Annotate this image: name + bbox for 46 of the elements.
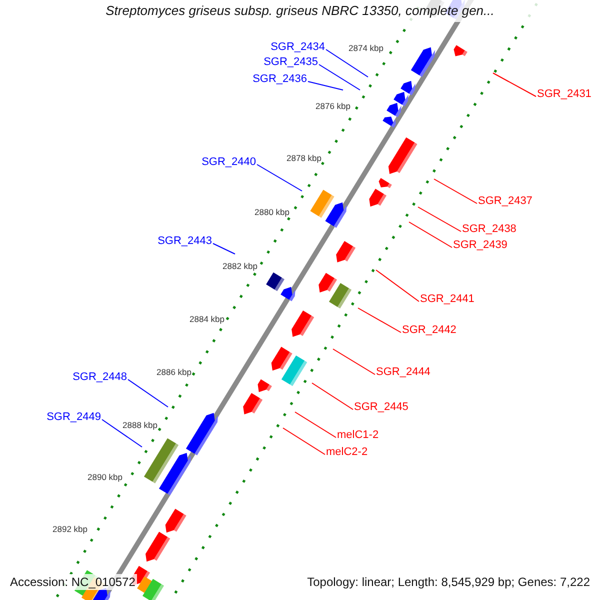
leader-line: [312, 382, 354, 410]
leader-line: [102, 419, 142, 448]
gene-label: SGR_2436: [252, 73, 307, 86]
leader-line: [418, 206, 462, 232]
gene-label: SGR_2445: [354, 401, 408, 414]
genome-summary: Topology: linear; Length: 8,545,929 bp; Genes: 7,222: [305, 574, 592, 590]
position-label: 2882 kbp: [222, 261, 258, 271]
leader-line: [294, 412, 336, 438]
gene-label: SGR_2443: [158, 235, 212, 248]
gene-label: SGR_2442: [402, 324, 456, 337]
gene-label: SGR_2431: [537, 88, 592, 101]
gene-label: SGR_2448: [72, 371, 127, 384]
leader-line: [358, 308, 402, 333]
gene-label: SGR_2439: [453, 239, 508, 252]
position-label: 2880 kbp: [254, 207, 290, 217]
leader-line: [282, 428, 326, 455]
leader-line: [308, 81, 344, 90]
leader-line: [408, 222, 452, 248]
gene-label: SGR_2444: [376, 366, 430, 379]
gene-label: SGR_2438: [462, 223, 516, 236]
position-label: 2888 kbp: [122, 420, 158, 430]
accession-label: Accession: NC_010572: [8, 574, 138, 590]
position-label: 2884 kbp: [190, 314, 224, 324]
position-label: 2890 kbp: [88, 472, 122, 482]
position-label: 2878 kbp: [286, 153, 322, 163]
gene-label: melC2-2: [326, 446, 368, 459]
leader-line: [492, 72, 536, 97]
leader-line: [332, 348, 376, 375]
position-label: 2874 kbp: [348, 43, 384, 53]
leader-line: [318, 64, 360, 90]
leader-line: [376, 270, 420, 302]
leader-line: [212, 243, 236, 254]
gene-label: SGR_2437: [478, 195, 532, 208]
leader-line: [434, 178, 478, 204]
gene-label: SGR_2434: [270, 41, 325, 54]
gene-label: SGR_2441: [420, 293, 474, 306]
leader-line: [128, 379, 168, 408]
gene-label: melC1-2: [337, 429, 379, 442]
gene-label: SGR_2435: [264, 56, 318, 69]
leader-line: [326, 49, 368, 78]
position-label: 2892 kbp: [52, 524, 88, 534]
position-label: 2886 kbp: [156, 367, 192, 377]
gene-label: SGR_2440: [202, 156, 256, 169]
gene-label: SGR_2449: [46, 411, 101, 424]
position-label: 2876 kbp: [316, 101, 350, 111]
leader-line: [256, 164, 302, 192]
